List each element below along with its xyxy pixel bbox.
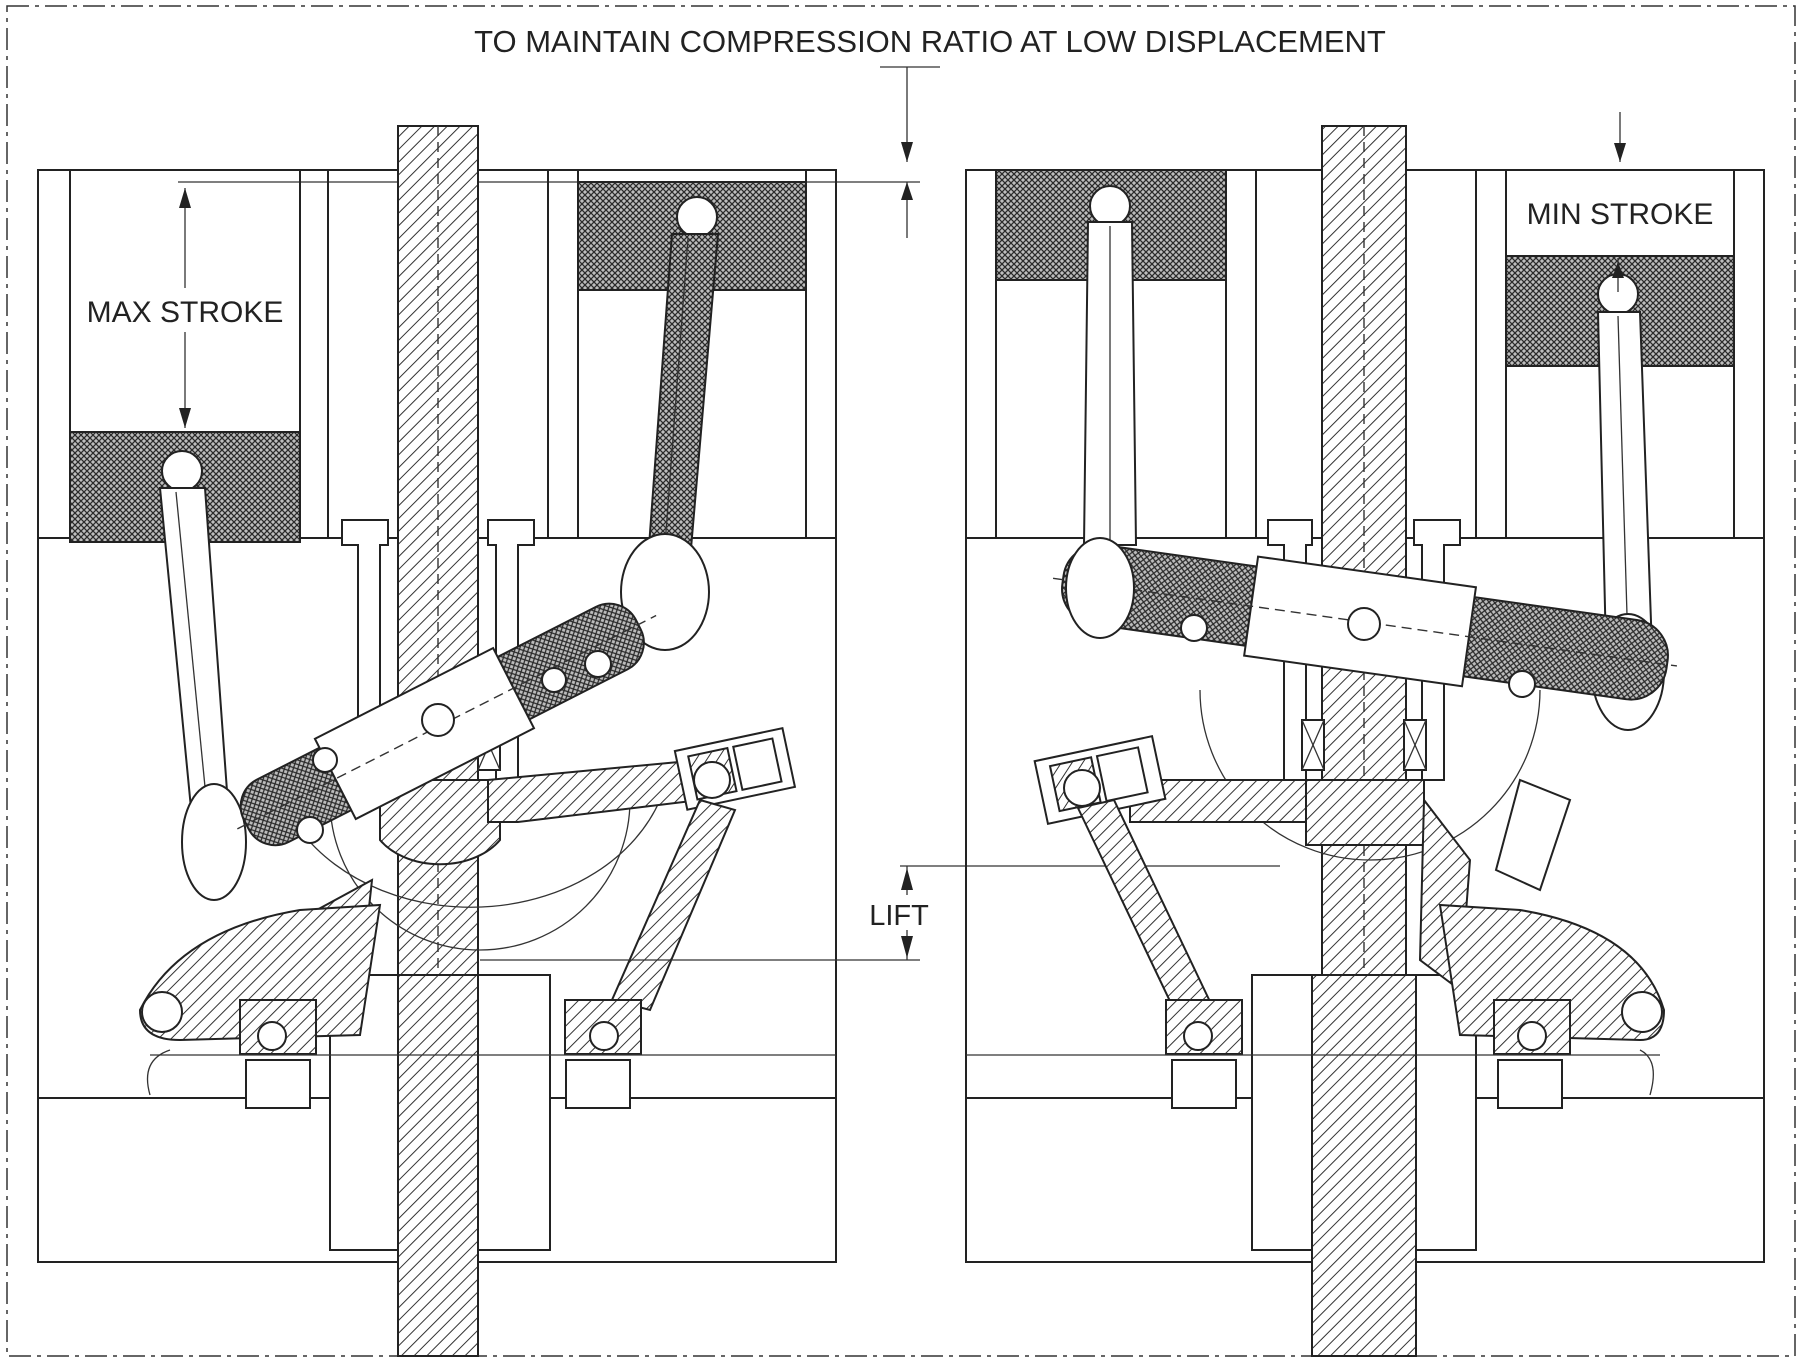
max-stroke-label: MAX STROKE xyxy=(87,296,284,329)
left-cylinder xyxy=(69,170,329,901)
lift-dimension: LIFT xyxy=(480,865,1280,961)
max-stroke-dimension: MAX STROKE xyxy=(72,188,294,428)
lift-label: LIFT xyxy=(869,900,929,932)
left-panel-right-cylinder xyxy=(547,170,807,651)
drawing-border xyxy=(6,5,1796,1357)
clearance-dimension xyxy=(178,67,1626,238)
right-engine-section: MIN STROKE xyxy=(965,125,1765,1357)
left-engine-section: MAX STROKE xyxy=(37,125,837,1357)
min-stroke-label: MIN STROKE xyxy=(1527,198,1714,231)
diagram-title: TO MAINTAIN COMPRESSION RATIO AT LOW DIS… xyxy=(474,24,1386,59)
right-panel-left-cylinder xyxy=(995,169,1257,546)
